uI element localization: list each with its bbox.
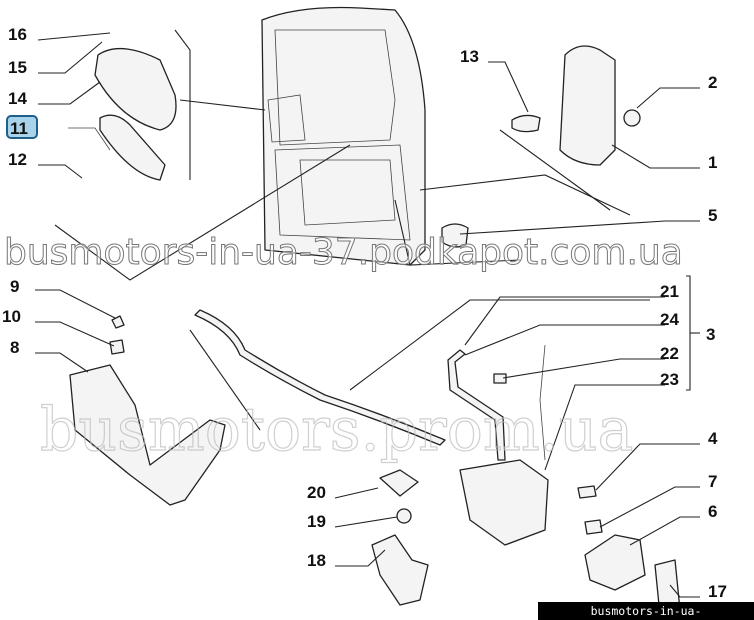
watermark-footer: busmotors-in-ua-37.podkapot.com.ua <box>538 602 754 620</box>
label-22[interactable]: 22 <box>660 344 679 363</box>
part-11-inner-handle <box>99 114 166 181</box>
label-14[interactable]: 14 <box>8 89 27 108</box>
label-8[interactable]: 8 <box>10 338 19 357</box>
label-11[interactable]: 11 <box>10 119 28 138</box>
watermark-main: busmotors-in-ua-37.podkapot.com.ua <box>4 232 683 273</box>
part-13-cover <box>511 114 541 133</box>
part-9-screw <box>111 315 125 329</box>
explode-lines <box>54 29 650 431</box>
part-21-rod <box>194 309 446 446</box>
part-7-screw <box>584 519 603 535</box>
label-10[interactable]: 10 <box>2 307 21 326</box>
part-6-hinge <box>584 534 646 591</box>
label-9[interactable]: 9 <box>10 277 19 296</box>
label-1[interactable]: 1 <box>708 153 717 172</box>
label-20[interactable]: 20 <box>307 483 326 502</box>
label-15[interactable]: 15 <box>8 58 27 77</box>
label-24[interactable]: 24 <box>660 310 679 329</box>
label-19[interactable]: 19 <box>307 512 326 531</box>
part-24-rod <box>447 349 506 461</box>
part-8-bracket <box>69 364 226 506</box>
part-22-clip <box>493 373 507 384</box>
label-12[interactable]: 12 <box>8 150 27 169</box>
part-5-plug <box>441 223 469 248</box>
highlight-box-11 <box>6 115 38 139</box>
part-18-guard <box>371 534 429 606</box>
label-5[interactable]: 5 <box>708 206 717 225</box>
label-16[interactable]: 16 <box>8 25 27 44</box>
part-14-inner-handle-bezel <box>94 47 177 131</box>
label-18[interactable]: 18 <box>307 551 326 570</box>
part-1-outer-handle <box>559 45 616 166</box>
part-19-grommet <box>396 508 412 524</box>
part-2-cap <box>623 109 641 127</box>
label-17[interactable]: 17 <box>708 582 727 601</box>
label-23[interactable]: 23 <box>660 370 679 389</box>
leader-lines <box>35 32 700 598</box>
label-7[interactable]: 7 <box>708 472 717 491</box>
part-23-cable <box>539 344 546 461</box>
label-13[interactable]: 13 <box>460 47 479 66</box>
part-3-lock <box>459 459 549 546</box>
label-21[interactable]: 21 <box>660 282 679 301</box>
part-4-screw <box>577 485 597 499</box>
label-2[interactable]: 2 <box>708 73 717 92</box>
watermark-large: busmotors.prom.ua <box>40 395 633 465</box>
label-4[interactable]: 4 <box>708 429 718 448</box>
label-3[interactable]: 3 <box>706 325 715 344</box>
label-6[interactable]: 6 <box>708 502 717 521</box>
door-frame <box>261 6 426 266</box>
part-10-clip <box>109 339 125 355</box>
part-20-pad <box>379 469 419 497</box>
